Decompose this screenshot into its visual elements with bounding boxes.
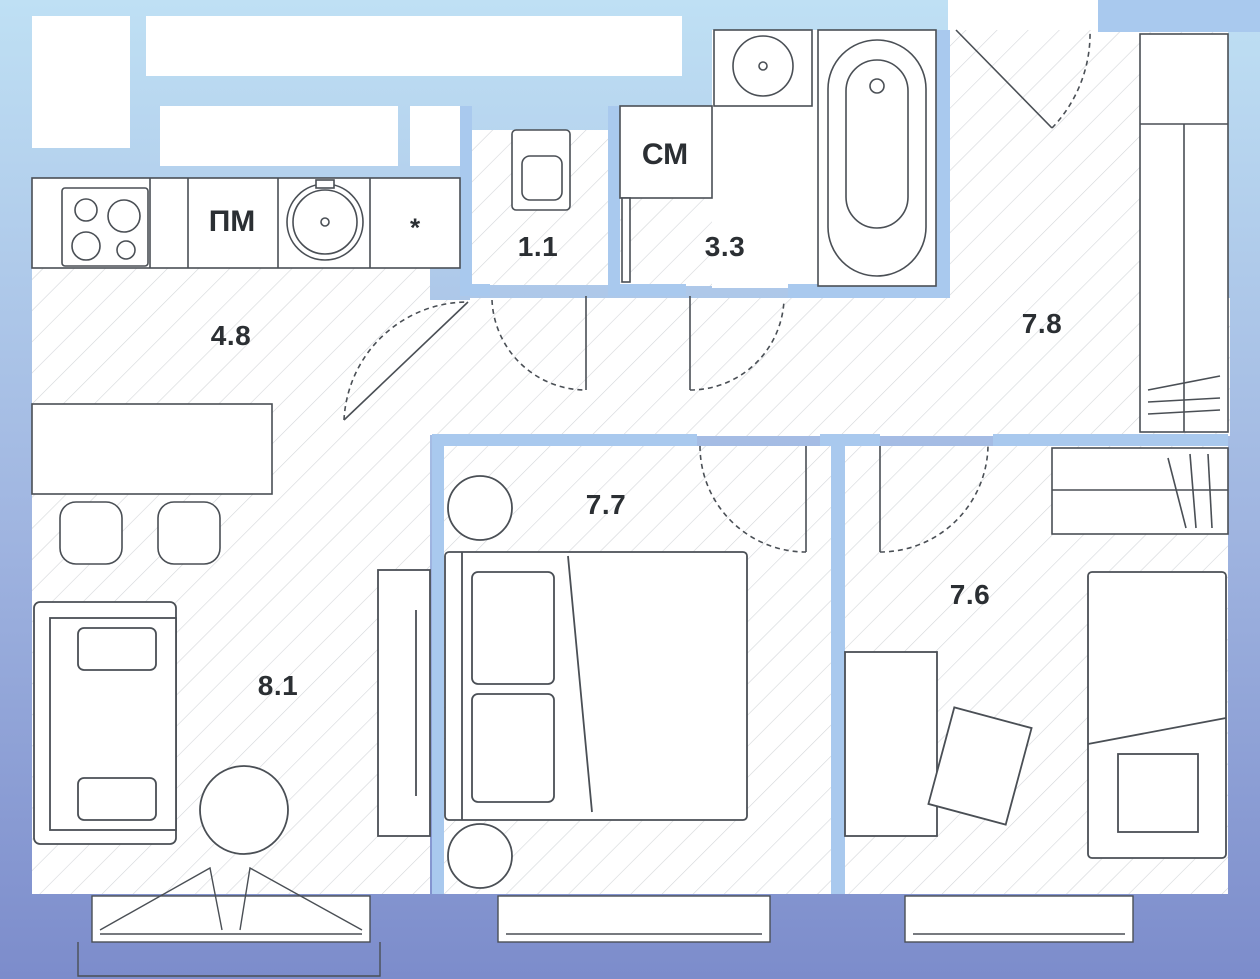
top-blocks [32,16,682,166]
dishwasher-label: ПМ [208,205,256,238]
kitchen-counter [31,177,461,269]
tv-unit [377,569,431,837]
interior-walls [432,0,1260,894]
bathroom-fixtures [511,29,937,287]
room-area-hall: 7.8 [1021,308,1063,339]
fridge-mark: * [409,212,421,243]
room-area-laundry: 3.3 [704,231,746,262]
bedroom-furniture [444,475,748,889]
second-room-furniture [844,571,1227,859]
room-area-bedroom: 7.7 [585,489,627,520]
room-area-kitchen: 4.8 [210,320,252,351]
room-area-toilet: 1.1 [517,231,559,262]
dining-set [31,403,273,565]
sofa [33,601,177,845]
hall-wardrobes [1051,33,1229,535]
washing-machine-label: СМ [641,138,689,171]
room-area-second-room: 7.6 [949,579,991,610]
coffee-table [199,765,289,855]
room-area-living: 8.1 [257,670,299,701]
doors [343,29,1091,553]
windows [77,866,1134,977]
